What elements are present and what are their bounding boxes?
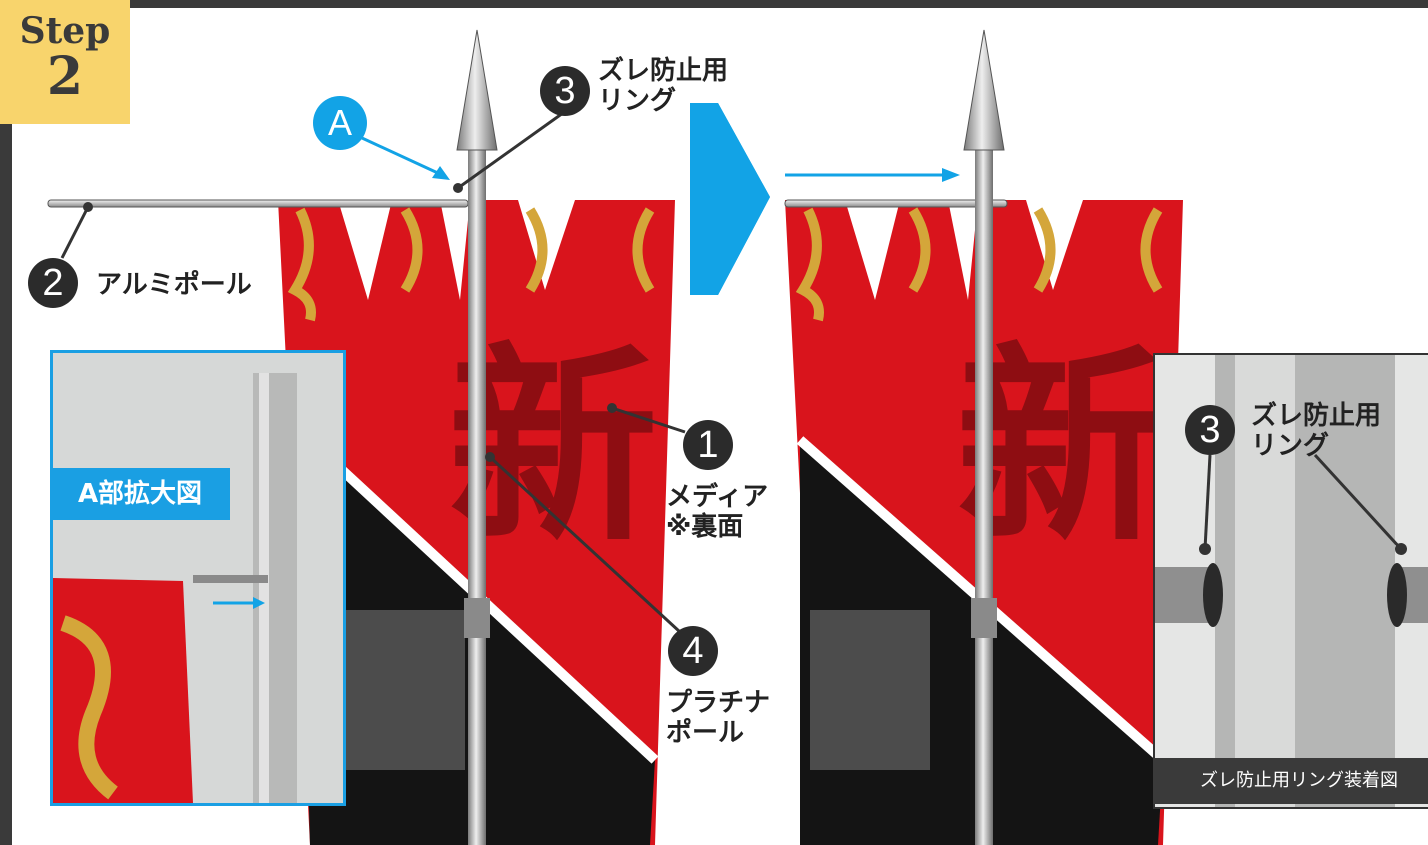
left-border (0, 0, 12, 845)
inset-a-tag: A部拡大図 (50, 468, 230, 520)
step-word: Step (19, 10, 111, 52)
badge-4: 4 (668, 626, 718, 676)
aluminum-pole-right (784, 199, 1008, 208)
badge-2: 2 (28, 258, 78, 308)
step-label: Step 2 (0, 0, 130, 124)
top-border (0, 0, 1428, 8)
platinum-pole-left (456, 29, 498, 845)
platinum-pole-label: プラチナ ポール (666, 688, 771, 748)
media-label: メディア ※裏面 (666, 482, 769, 542)
inset-badge-3: 3 (1185, 405, 1235, 455)
badge-3: 3 (540, 66, 590, 116)
badge-1: 1 (683, 420, 733, 470)
platinum-pole-right (963, 29, 1005, 845)
aluminum-pole-left (47, 199, 469, 208)
callout-a-badge: A (313, 96, 367, 150)
inset-ring-label: ズレ防止用 リング (1251, 401, 1382, 461)
step-number: 2 (46, 46, 84, 107)
inset-a-enlarged (50, 350, 346, 806)
inset-ring-detail: 3 ズレ防止用 リング (1153, 353, 1428, 809)
ring-detail-caption: ズレ防止用リング装着図 (1153, 758, 1428, 804)
ring-label: ズレ防止用 リング (598, 56, 729, 116)
aluminum-pole-label: アルミポール (96, 270, 252, 300)
inset-a-photo (53, 353, 343, 803)
